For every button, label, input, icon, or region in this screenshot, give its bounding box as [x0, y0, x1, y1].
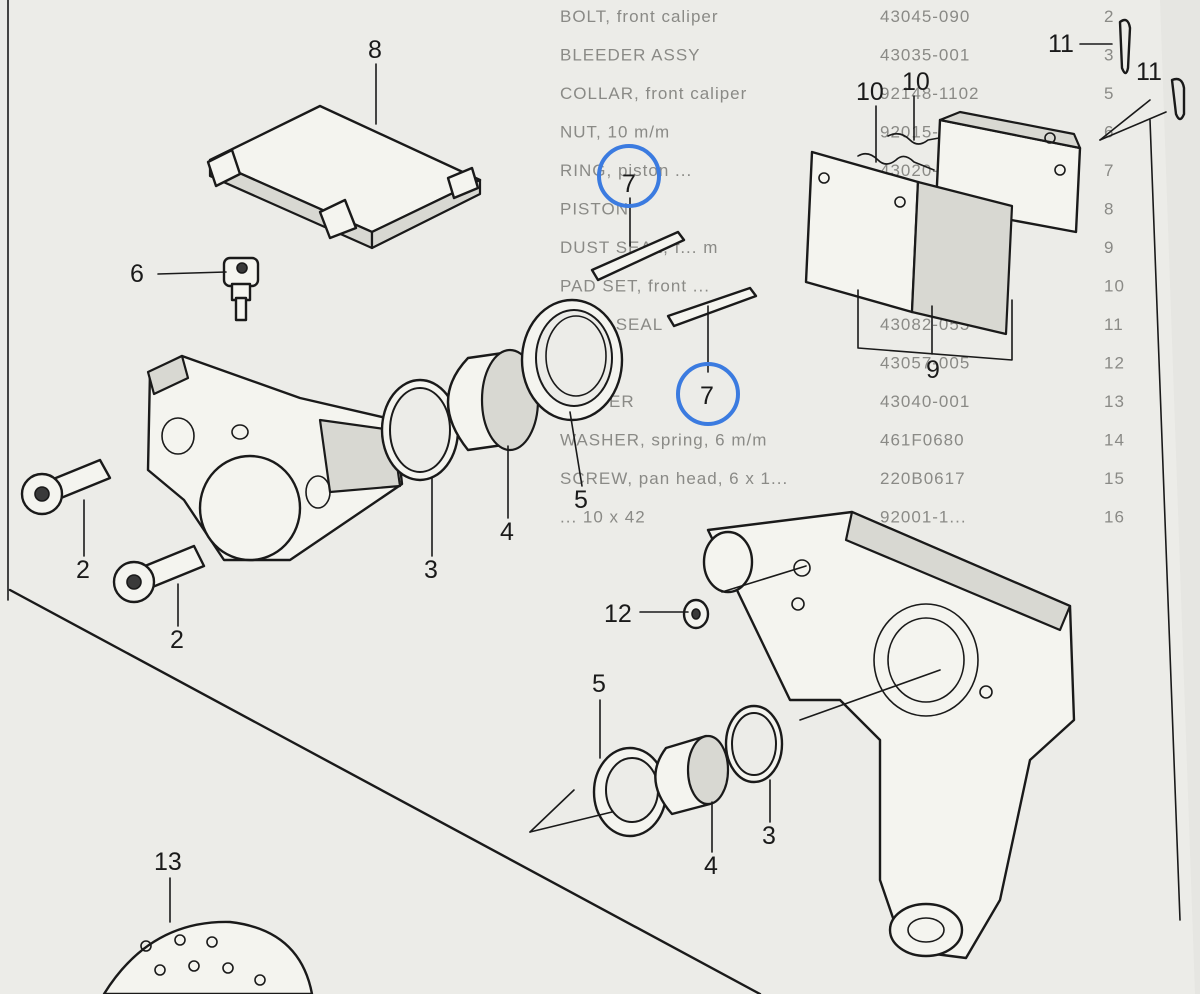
ghost-row-number: 10	[1104, 277, 1125, 296]
callout-12: 12	[604, 600, 632, 628]
callout-2-left: 2	[76, 556, 90, 584]
ghost-row-number: 15	[1104, 469, 1125, 488]
leader-lines	[83, 43, 1167, 923]
ghost-description: SCREW, pan head, 6 x 1...	[560, 469, 788, 488]
pad-pin-lower	[666, 286, 758, 328]
pad-cover-part	[206, 104, 482, 250]
ghost-row-number: 9	[1104, 238, 1114, 257]
ghost-description: WASHER, spring, 6 m/m	[560, 431, 767, 450]
ghost-part-number: 461F0680	[880, 431, 965, 450]
ghost-row-number: 2	[1104, 7, 1114, 26]
spring-washer	[682, 598, 710, 630]
ghost-description: PAD SET, front ...	[560, 277, 710, 296]
ghost-row-number: 13	[1104, 392, 1125, 411]
lower-piston	[654, 734, 730, 816]
caliper-body	[146, 354, 404, 562]
ghost-row-number: 11	[1104, 315, 1124, 334]
highlight-marks	[597, 144, 740, 426]
ghost-part-number: 43045-090	[880, 7, 970, 26]
callout-13: 13	[154, 848, 182, 876]
ghost-row-number: 3	[1104, 46, 1114, 65]
bleeder-valve-part	[222, 256, 260, 322]
callout-3-upper: 3	[424, 556, 438, 584]
border-line-right	[1149, 119, 1181, 921]
caliper-bracket	[702, 510, 1076, 960]
brake-pads	[804, 110, 1082, 361]
highlight-circle-7-lower	[676, 362, 740, 426]
ghost-part-number: 43057-005	[880, 354, 970, 373]
caliper-bolt-upper	[20, 458, 112, 516]
callout-7-upper: 7	[622, 170, 636, 198]
callout-10-left: 10	[856, 78, 884, 106]
ghost-row-number: 7	[1104, 161, 1114, 180]
ghost-description: ... 10 x 42	[560, 508, 646, 527]
upper-o-ring	[380, 378, 460, 482]
ghost-description: BLEEDER ASSY	[560, 46, 701, 65]
ghost-row-number: 14	[1104, 431, 1125, 450]
callout-3-lower: 3	[762, 822, 776, 850]
pad-springs	[857, 132, 951, 171]
border-line-bottom	[8, 588, 762, 994]
lower-dust-seal	[592, 746, 668, 838]
ghost-row-number: 8	[1104, 200, 1114, 219]
ghost-part-number: 92015-...	[880, 123, 956, 142]
ghost-part-number: 92148-1102	[880, 84, 980, 103]
callout-9: 9	[926, 356, 940, 384]
callout-11-upper: 11	[1048, 30, 1074, 58]
ghost-description: PISTON	[560, 200, 629, 219]
callout-10-right: 10	[902, 68, 930, 96]
ghost-part-number: 43040-001	[880, 392, 970, 411]
highlight-circle-7-upper	[597, 144, 661, 208]
callout-2-right: 2	[170, 626, 184, 654]
lower-o-ring	[724, 704, 784, 784]
ghost-row-number: 12	[1104, 354, 1125, 373]
brake-disc	[102, 920, 314, 994]
ghost-part-number: 92001-1...	[880, 508, 967, 527]
upper-dust-seal	[520, 298, 624, 422]
ghost-part-number: 43035-001	[880, 46, 970, 65]
callout-5-lower: 5	[592, 670, 606, 698]
pad-pin-upper	[590, 230, 686, 282]
callout-7-lower: 7	[700, 382, 714, 410]
ghost-row-number: 5	[1104, 84, 1114, 103]
ghost-description: NUT, 10 m/m	[560, 123, 670, 142]
callout-labels: 8 6 7 7 10 10 11 11 9 5 4 3 2 2 12 5 4 3…	[76, 30, 1162, 880]
callout-4-lower: 4	[704, 852, 718, 880]
ghost-part-number: 220B0617	[880, 469, 966, 488]
callout-6: 6	[130, 260, 144, 288]
ghost-description: COLLAR, front caliper	[560, 84, 747, 103]
callout-8: 8	[368, 36, 382, 64]
callout-4-upper: 4	[500, 518, 514, 546]
retaining-clips	[1118, 18, 1186, 121]
ghost-description: BOLT, front caliper	[560, 7, 719, 26]
caliper-bolt-lower	[112, 544, 206, 604]
callout-5-upper: 5	[574, 486, 588, 514]
callout-11-lower: 11	[1136, 58, 1162, 86]
ghost-row-number: 16	[1104, 508, 1125, 527]
